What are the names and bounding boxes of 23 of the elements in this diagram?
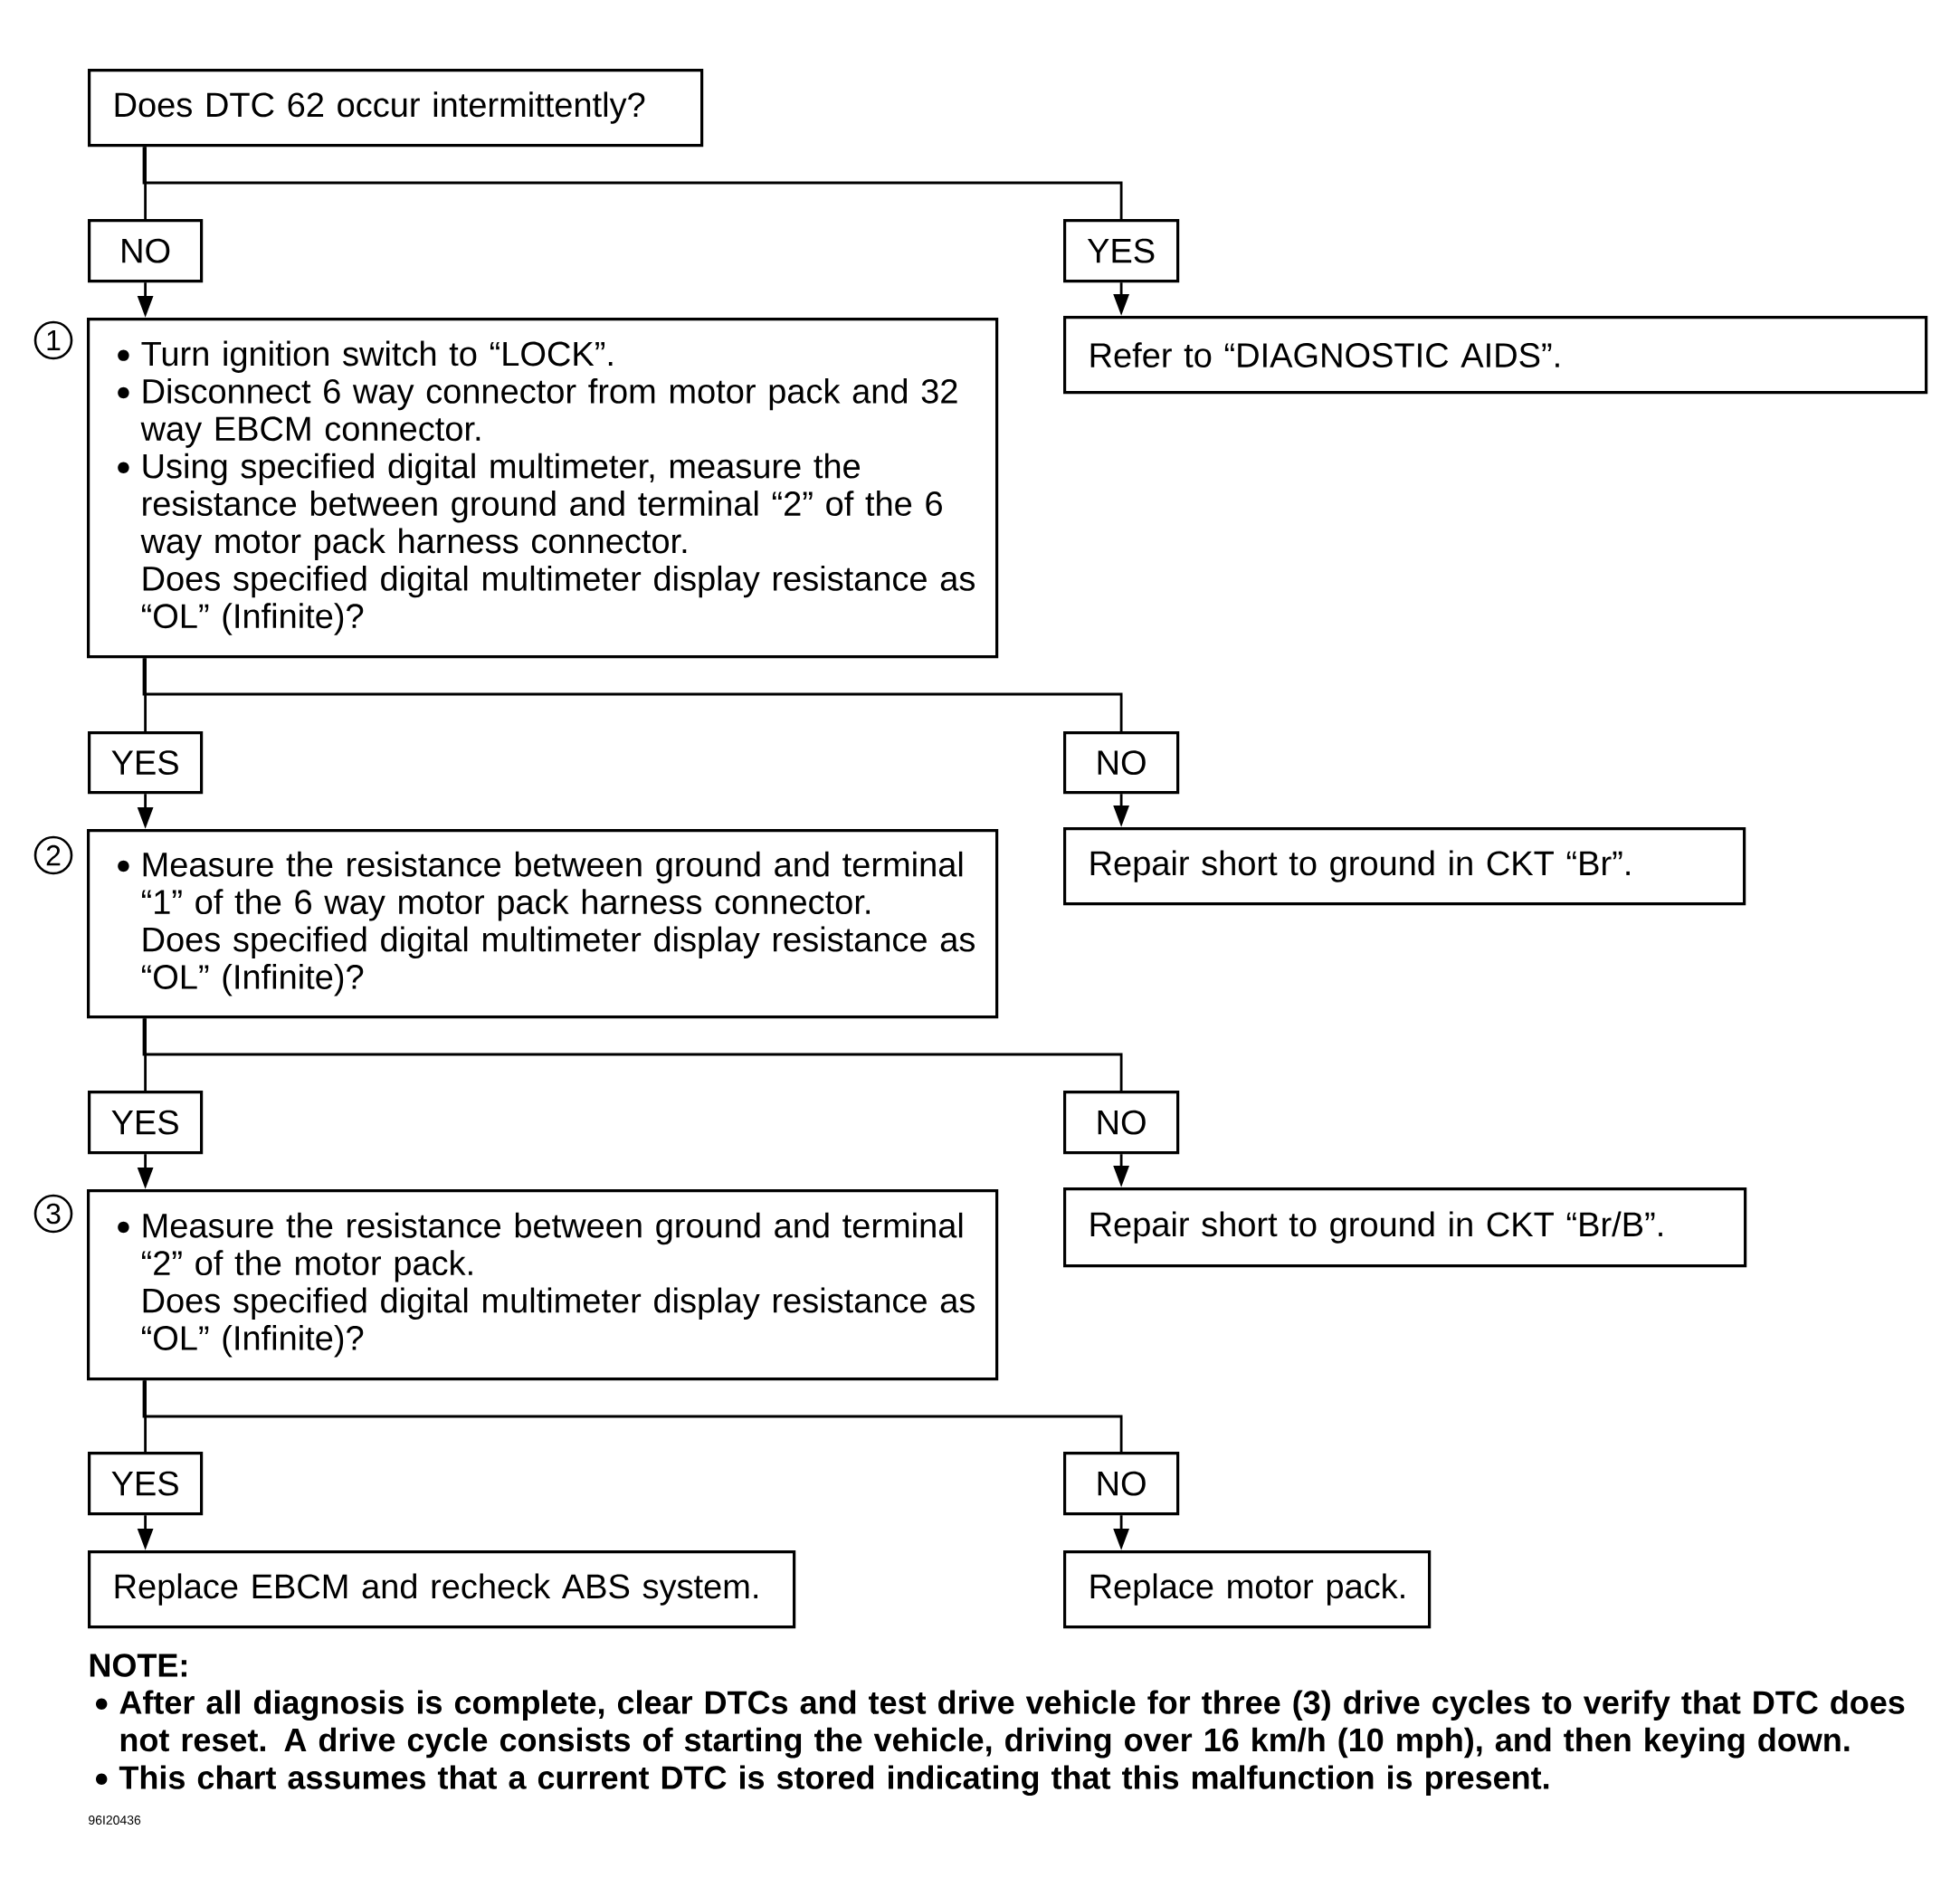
branch-box: YES — [88, 731, 204, 795]
step-box: Turn ignition switch to “LOCK”. Disconnect 6 way connector from motor pack and 32 way EBCM connector. Using specified digital multimeter, measure the resistance between ground and terminal “2” of the 6 way motor pack harness connector. Does specified digital multimeter display resistance as “OL” (Infinite)? — [87, 318, 999, 659]
branch-box: YES — [1063, 219, 1180, 283]
branch-box: NO — [88, 219, 204, 283]
callout-number: 2 — [33, 835, 73, 875]
callout-number: 1 — [33, 320, 73, 360]
branch-box: YES — [88, 1091, 204, 1155]
action-box: Repair short to ground in CKT “Br/B”. — [1063, 1187, 1747, 1268]
question-box: Does DTC 62 occur intermittently? — [88, 69, 704, 148]
action-box: Refer to “DIAGNOSTIC AIDS”. — [1063, 316, 1928, 395]
step-box: Measure the resistance between ground and terminal “2” of the motor pack. Does specified digital multimeter display resistance as “OL” (Infinite)? — [87, 1189, 999, 1381]
action-box: Replace motor pack. — [1063, 1550, 1432, 1629]
branch-box: YES — [88, 1452, 204, 1516]
step-box: Measure the resistance between ground and terminal “1” of the 6 way motor pack harness connector. Does specified digital multimeter display resistance as “OL” (Infinite)? — [87, 829, 999, 1019]
note-text: This chart assumes that a current DTC is stored indicating that this malfunction is present. — [96, 1765, 1549, 1797]
note-text: After all diagnosis is complete, clear DTCs and test drive vehicle for three (3) drive cycles to verify that DTC does not reset. A drive cycle consists of starting the vehicle, driving over 16 km/h (10 mph), and then keying down. — [96, 1690, 1905, 1759]
action-box: Repair short to ground in CKT “Br”. — [1063, 827, 1746, 906]
figure-code: 96I20436 — [89, 1816, 141, 1825]
branch-box: NO — [1063, 1452, 1180, 1516]
branch-box: NO — [1063, 731, 1180, 795]
branch-box: NO — [1063, 1091, 1180, 1155]
action-box: Replace EBCM and recheck ABS system. — [88, 1550, 796, 1629]
callout-number: 3 — [33, 1194, 73, 1234]
